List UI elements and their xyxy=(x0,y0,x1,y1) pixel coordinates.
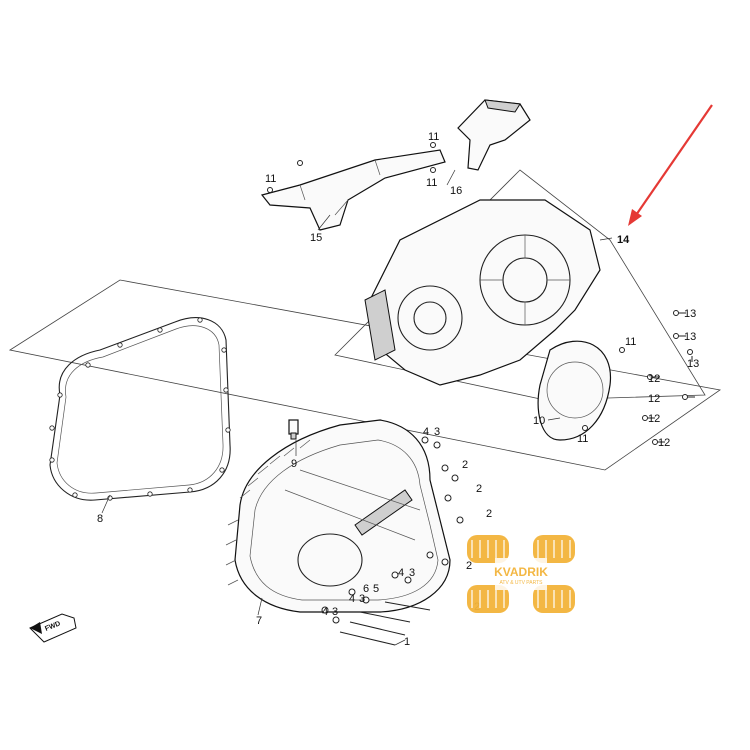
callout-3-a: 3 xyxy=(434,426,440,438)
callout-13-b: 13 xyxy=(684,331,696,343)
callout-2-d: 2 xyxy=(466,560,472,572)
callout-3-d: 3 xyxy=(332,606,338,618)
forward-indicator: FWD xyxy=(29,613,77,643)
callout-3-b: 3 xyxy=(409,567,415,579)
callout-4-a: 4 xyxy=(423,426,429,438)
callout-2-a: 2 xyxy=(462,459,468,471)
callout-11-e: 11 xyxy=(577,433,588,445)
callout-13-a: 13 xyxy=(684,308,696,320)
callout-14: 14 xyxy=(617,234,630,246)
callout-12-d: 12 xyxy=(658,437,670,449)
callout-12-b: 12 xyxy=(648,393,660,405)
callout-8: 8 xyxy=(97,513,103,525)
callout-12-c: 12 xyxy=(648,413,660,425)
mounting-bracket xyxy=(260,149,446,231)
callout-3-c: 3 xyxy=(359,593,365,605)
callout-11-b: 11 xyxy=(426,177,437,189)
callout-13-c: 13 xyxy=(687,358,699,370)
inner-clutch-cover xyxy=(364,199,601,386)
callout-15: 15 xyxy=(310,232,322,244)
leader-lines xyxy=(101,169,613,646)
callout-4-c: 4 xyxy=(349,593,355,605)
callout-9: 9 xyxy=(291,458,297,470)
watermark-sub: ATV & UTV PARTS xyxy=(499,580,543,586)
fastener-set xyxy=(267,142,695,646)
callout-11-c: 11 xyxy=(265,173,276,185)
air-duct xyxy=(457,99,531,171)
callout-16: 16 xyxy=(450,185,462,197)
callout-12-a: 12 xyxy=(648,373,660,385)
callout-11-d: 11 xyxy=(625,336,636,348)
cover-plate xyxy=(537,340,612,441)
gasket xyxy=(49,317,231,501)
outer-clutch-cover xyxy=(225,419,451,613)
callout-2-c: 2 xyxy=(486,508,492,520)
callout-7: 7 xyxy=(256,615,262,627)
callout-labels: 14 11 11 11 11 11 16 15 13 13 13 12 12 1… xyxy=(97,131,699,648)
callout-6: 6 xyxy=(363,583,369,595)
callout-1: 1 xyxy=(404,636,410,648)
callout-5: 5 xyxy=(373,583,379,595)
watermark-brand: KVADRIK xyxy=(494,565,548,579)
highlight-arrow xyxy=(628,104,713,226)
callout-11-a: 11 xyxy=(428,131,439,143)
callout-10: 10 xyxy=(533,415,545,427)
sensor xyxy=(288,419,299,440)
callout-2-b: 2 xyxy=(476,483,482,495)
callout-4-b: 4 xyxy=(398,567,404,579)
callout-4-d: 4 xyxy=(322,606,328,618)
watermark-logo: KVADRIK ATV & UTV PARTS xyxy=(467,535,575,613)
